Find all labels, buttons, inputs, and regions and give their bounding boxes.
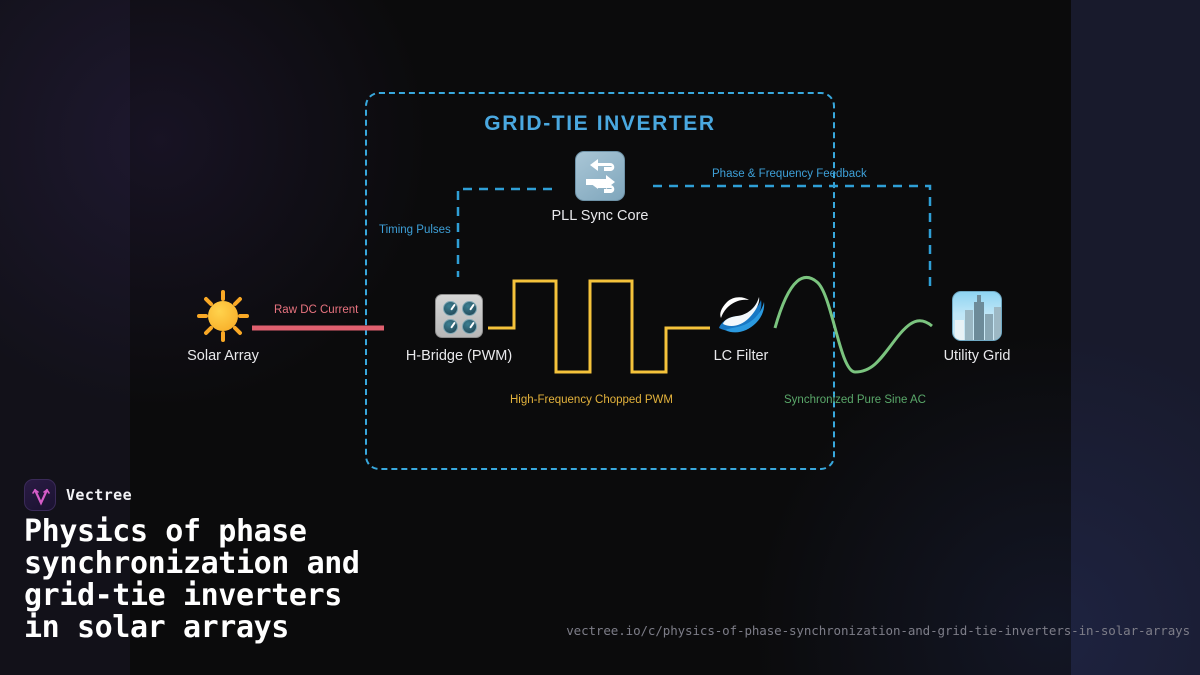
node-pll-sync-core[interactable]: PLL Sync Core: [540, 148, 660, 224]
sync-arrows-icon: [572, 148, 628, 204]
diagram-stage: GRID-TIE INVERTER Raw DC Current High-Fr…: [0, 0, 1200, 480]
edge-label-feedback: Phase & Frequency Feedback: [712, 168, 867, 180]
vectree-logo-icon: [24, 479, 56, 511]
background-glow-blue: [740, 320, 1200, 675]
url-footer: vectree.io/c/physics-of-phase-synchroniz…: [566, 623, 1190, 638]
pwm-square-wave: [488, 279, 710, 374]
sun-icon: [195, 288, 251, 344]
node-utility-grid[interactable]: Utility Grid: [917, 288, 1037, 364]
node-solar-array[interactable]: Solar Array: [163, 288, 283, 364]
edge-label-timing-pulses: Timing Pulses: [379, 224, 451, 236]
feedback-path: [652, 184, 932, 286]
node-label-pll-sync-core: PLL Sync Core: [551, 208, 649, 224]
node-label-lc-filter: LC Filter: [713, 348, 769, 364]
node-label-h-bridge: H-Bridge (PWM): [405, 348, 513, 364]
edge-label-sine: Synchronized Pure Sine AC: [784, 394, 926, 406]
edge-label-pwm: High-Frequency Chopped PWM: [510, 394, 673, 406]
node-label-utility-grid: Utility Grid: [943, 348, 1011, 364]
timing-pulses-path: [456, 187, 552, 277]
background-right-band: [1071, 0, 1200, 675]
control-knobs-icon: [431, 288, 487, 344]
node-label-solar-array: Solar Array: [187, 348, 259, 364]
background-left-band: [0, 0, 130, 675]
brand-name: Vectree: [66, 486, 133, 504]
brand-row: Vectree: [24, 479, 132, 511]
wave-icon: [713, 288, 769, 344]
background-center-panel: [130, 0, 1071, 675]
connector-layer: [252, 184, 933, 374]
sine-wave: [773, 276, 933, 374]
inverter-boundary-box: [365, 92, 835, 470]
diagram-title: GRID-TIE INVERTER: [484, 112, 716, 135]
edge-label-dc-link: Raw DC Current: [274, 304, 359, 316]
node-lc-filter[interactable]: LC Filter: [681, 288, 801, 364]
node-h-bridge[interactable]: H-Bridge (PWM): [399, 288, 519, 364]
cityscape-icon: [949, 288, 1005, 344]
page-title: Physics of phase synchronization and gri…: [24, 514, 360, 645]
